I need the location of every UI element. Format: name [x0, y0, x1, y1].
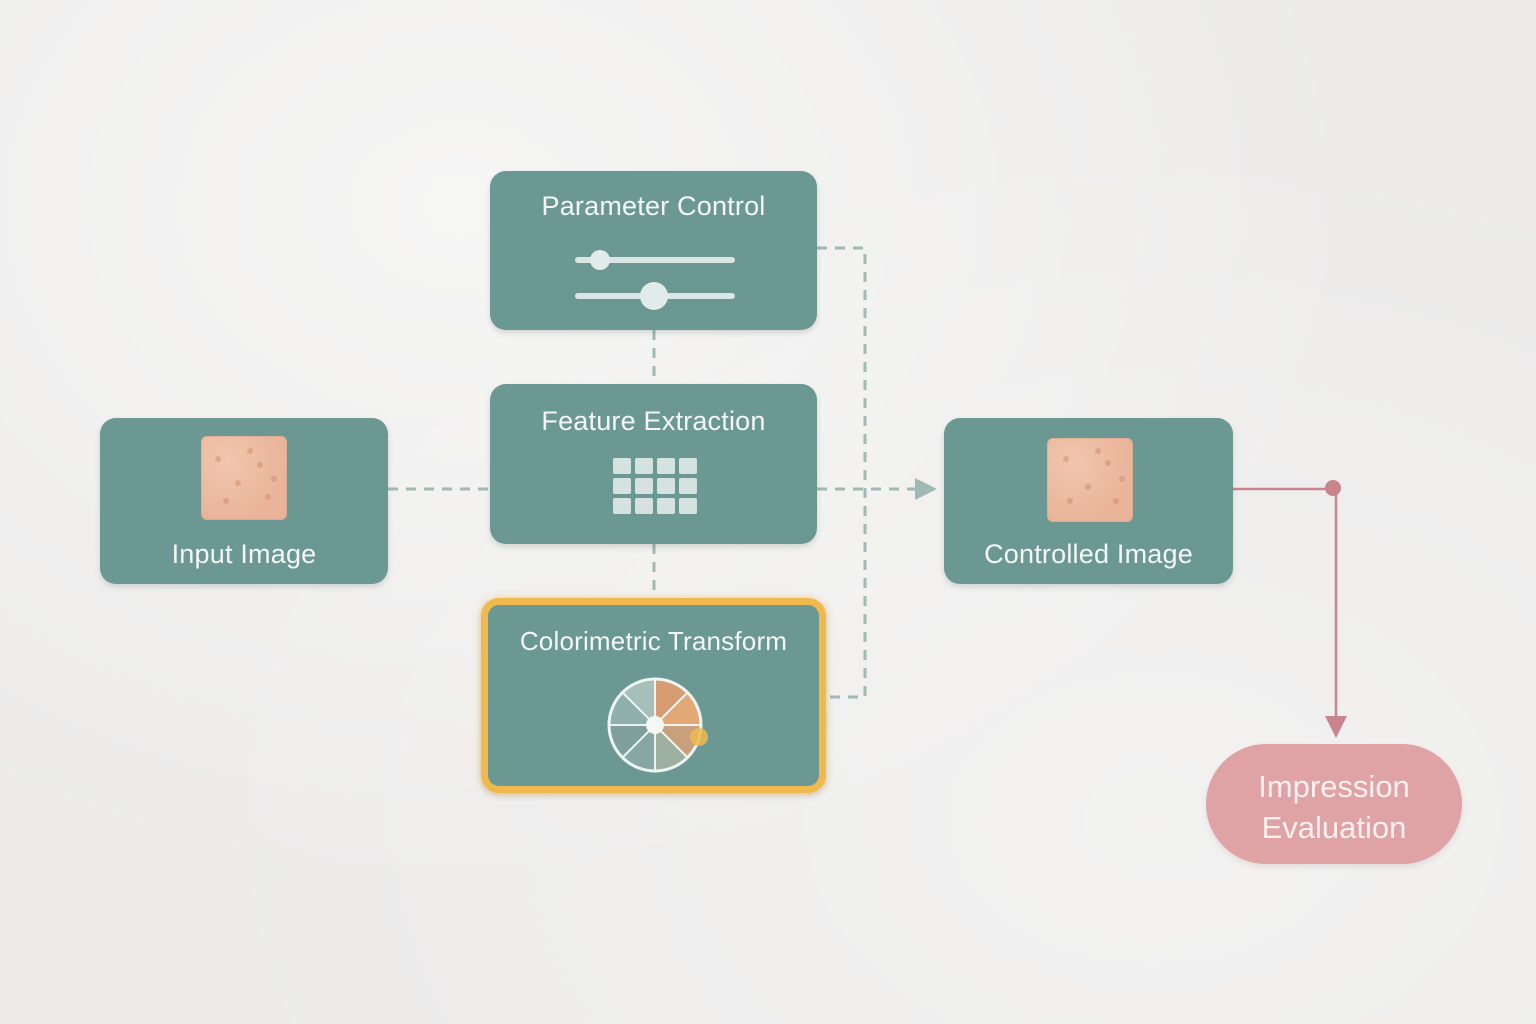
impression-evaluation-line1: Impression [1258, 769, 1410, 804]
feature-extraction-title: Feature Extraction [541, 406, 766, 436]
controlled-image-node[interactable]: Controlled Image [944, 418, 1233, 584]
controlled-image-title: Controlled Image [984, 539, 1193, 569]
slider-icon [575, 250, 735, 310]
parameter-control-title: Parameter Control [541, 191, 766, 221]
colorimetric-transform-title: Colorimetric Transform [519, 626, 788, 656]
arrowhead-to-evaluation [1325, 716, 1347, 738]
feature-extraction-node[interactable]: Feature Extraction [490, 384, 817, 544]
input-image-node[interactable]: Input Image [100, 418, 388, 584]
skin-swatch-icon [201, 436, 287, 520]
junction-dot [1325, 480, 1341, 496]
arrowhead-to-controlled-image [915, 478, 937, 500]
grid-icon [613, 458, 697, 514]
impression-evaluation-title: Impression Evaluation [1206, 766, 1462, 848]
impression-evaluation-line2: Evaluation [1261, 810, 1407, 845]
colorimetric-transform-node[interactable]: Colorimetric Transform [481, 598, 826, 793]
connector-parameter-to-bus [817, 246, 867, 699]
input-image-title: Input Image [171, 539, 317, 569]
color-wheel-icon [607, 677, 708, 773]
impression-evaluation-node[interactable]: Impression Evaluation [1206, 744, 1462, 864]
skin-swatch-icon [1047, 438, 1133, 522]
parameter-control-node[interactable]: Parameter Control [490, 171, 817, 330]
